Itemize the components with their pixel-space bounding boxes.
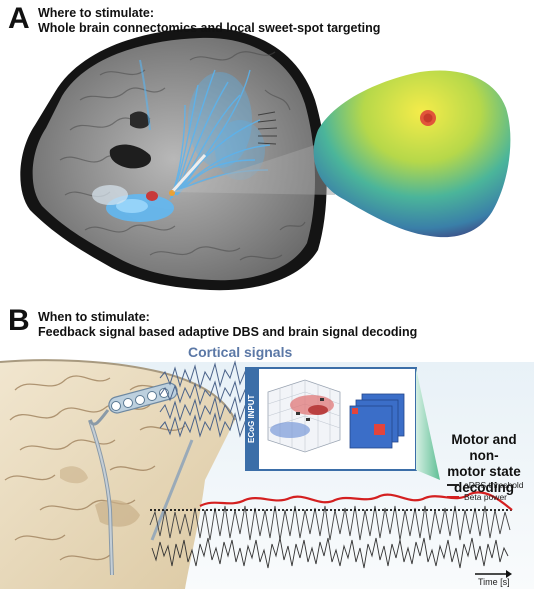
motor-decoding-label: Motor and non- motor state decoding <box>436 432 532 496</box>
ecog-input-label: ECoG INPUT <box>247 394 256 444</box>
brain-illustration <box>0 359 236 589</box>
legend-item-beta: Beta power <box>447 492 507 502</box>
legend-item-threshold: aDBS threshold <box>447 480 524 490</box>
panel-a-title-line1: Where to stimulate: <box>38 6 154 20</box>
time-axis-arrow <box>475 570 512 578</box>
motor-decoding-line3: decoding <box>454 480 514 495</box>
3d-decoding-plot <box>267 379 341 453</box>
dbs-signal-traces <box>149 491 513 569</box>
legend-beta-label: Beta power <box>464 492 507 502</box>
legend-threshold-label: aDBS threshold <box>464 480 524 490</box>
decoding-wedge <box>416 368 440 480</box>
panel-b-title-line1: When to stimulate: <box>38 310 150 324</box>
panel-b-title-line2: Feedback signal based adaptive DBS and b… <box>38 325 418 339</box>
motor-decoding-line2: motor state <box>447 464 521 479</box>
panel-b-letter: B <box>8 304 30 337</box>
cortical-signal-traces <box>159 360 251 438</box>
cortical-signals-label: Cortical signals <box>188 344 293 360</box>
panel-b-title: When to stimulate: Feedback signal based… <box>38 310 417 340</box>
sweet-spot-surface <box>313 70 511 238</box>
beta-swatch <box>447 496 459 498</box>
ecog-input-panel <box>245 367 417 471</box>
panel-a-title-line2: Whole brain connectomics and local sweet… <box>38 21 381 35</box>
panel-a-letter: A <box>8 2 30 35</box>
decoded-state-maps <box>349 393 405 449</box>
panel-a-title: Where to stimulate: Whole brain connecto… <box>38 6 380 36</box>
time-axis-label: Time [s] <box>478 577 510 587</box>
threshold-swatch <box>447 484 459 486</box>
mri-brain-slice <box>20 27 327 291</box>
motor-decoding-line1: Motor and non- <box>451 432 517 463</box>
zoom-projection <box>172 140 335 195</box>
